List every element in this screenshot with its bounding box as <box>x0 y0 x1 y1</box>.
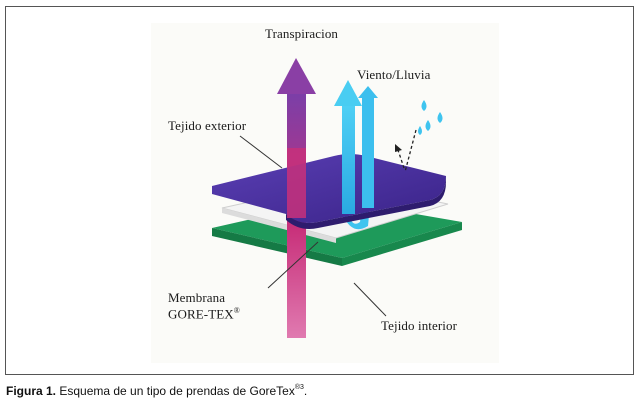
caption-superscript: ®3 <box>294 384 304 391</box>
deflection-arrow-icon <box>395 129 417 173</box>
leader-line-exterior <box>239 135 283 169</box>
leader-line-interior <box>353 282 387 317</box>
water-drop-icon <box>418 100 443 135</box>
label-gore-tex: GORE-TEX® <box>168 306 240 322</box>
leader-line-membrane <box>267 241 319 289</box>
caption-suffix: . <box>303 384 308 398</box>
caption-text: Esquema de un tipo de prendas de GoreTex <box>56 384 295 398</box>
figure-caption: Figura 1. Esquema de un tipo de prendas … <box>6 384 307 398</box>
label-membrana: Membrana <box>168 290 226 305</box>
outer-fabric-layer <box>212 154 446 223</box>
label-tejido-exterior: Tejido exterior <box>168 118 247 133</box>
rain-arrow-down-shaft <box>362 96 374 208</box>
rain-arrow-up-head <box>334 80 362 106</box>
figure-frame <box>5 6 634 375</box>
label-tejido-interior: Tejido interior <box>381 318 458 333</box>
rain-arrow-up-shaft <box>342 104 355 214</box>
registered-mark: ® <box>233 306 240 315</box>
caption-prefix: Figura 1. <box>6 384 57 398</box>
sweat-arrow-head <box>277 58 316 94</box>
label-viento-lluvia: Viento/Lluvia <box>357 67 431 82</box>
label-transpiracion: Transpiracion <box>265 26 339 41</box>
label-gore-tex-text: GORE-TEX <box>168 306 234 322</box>
